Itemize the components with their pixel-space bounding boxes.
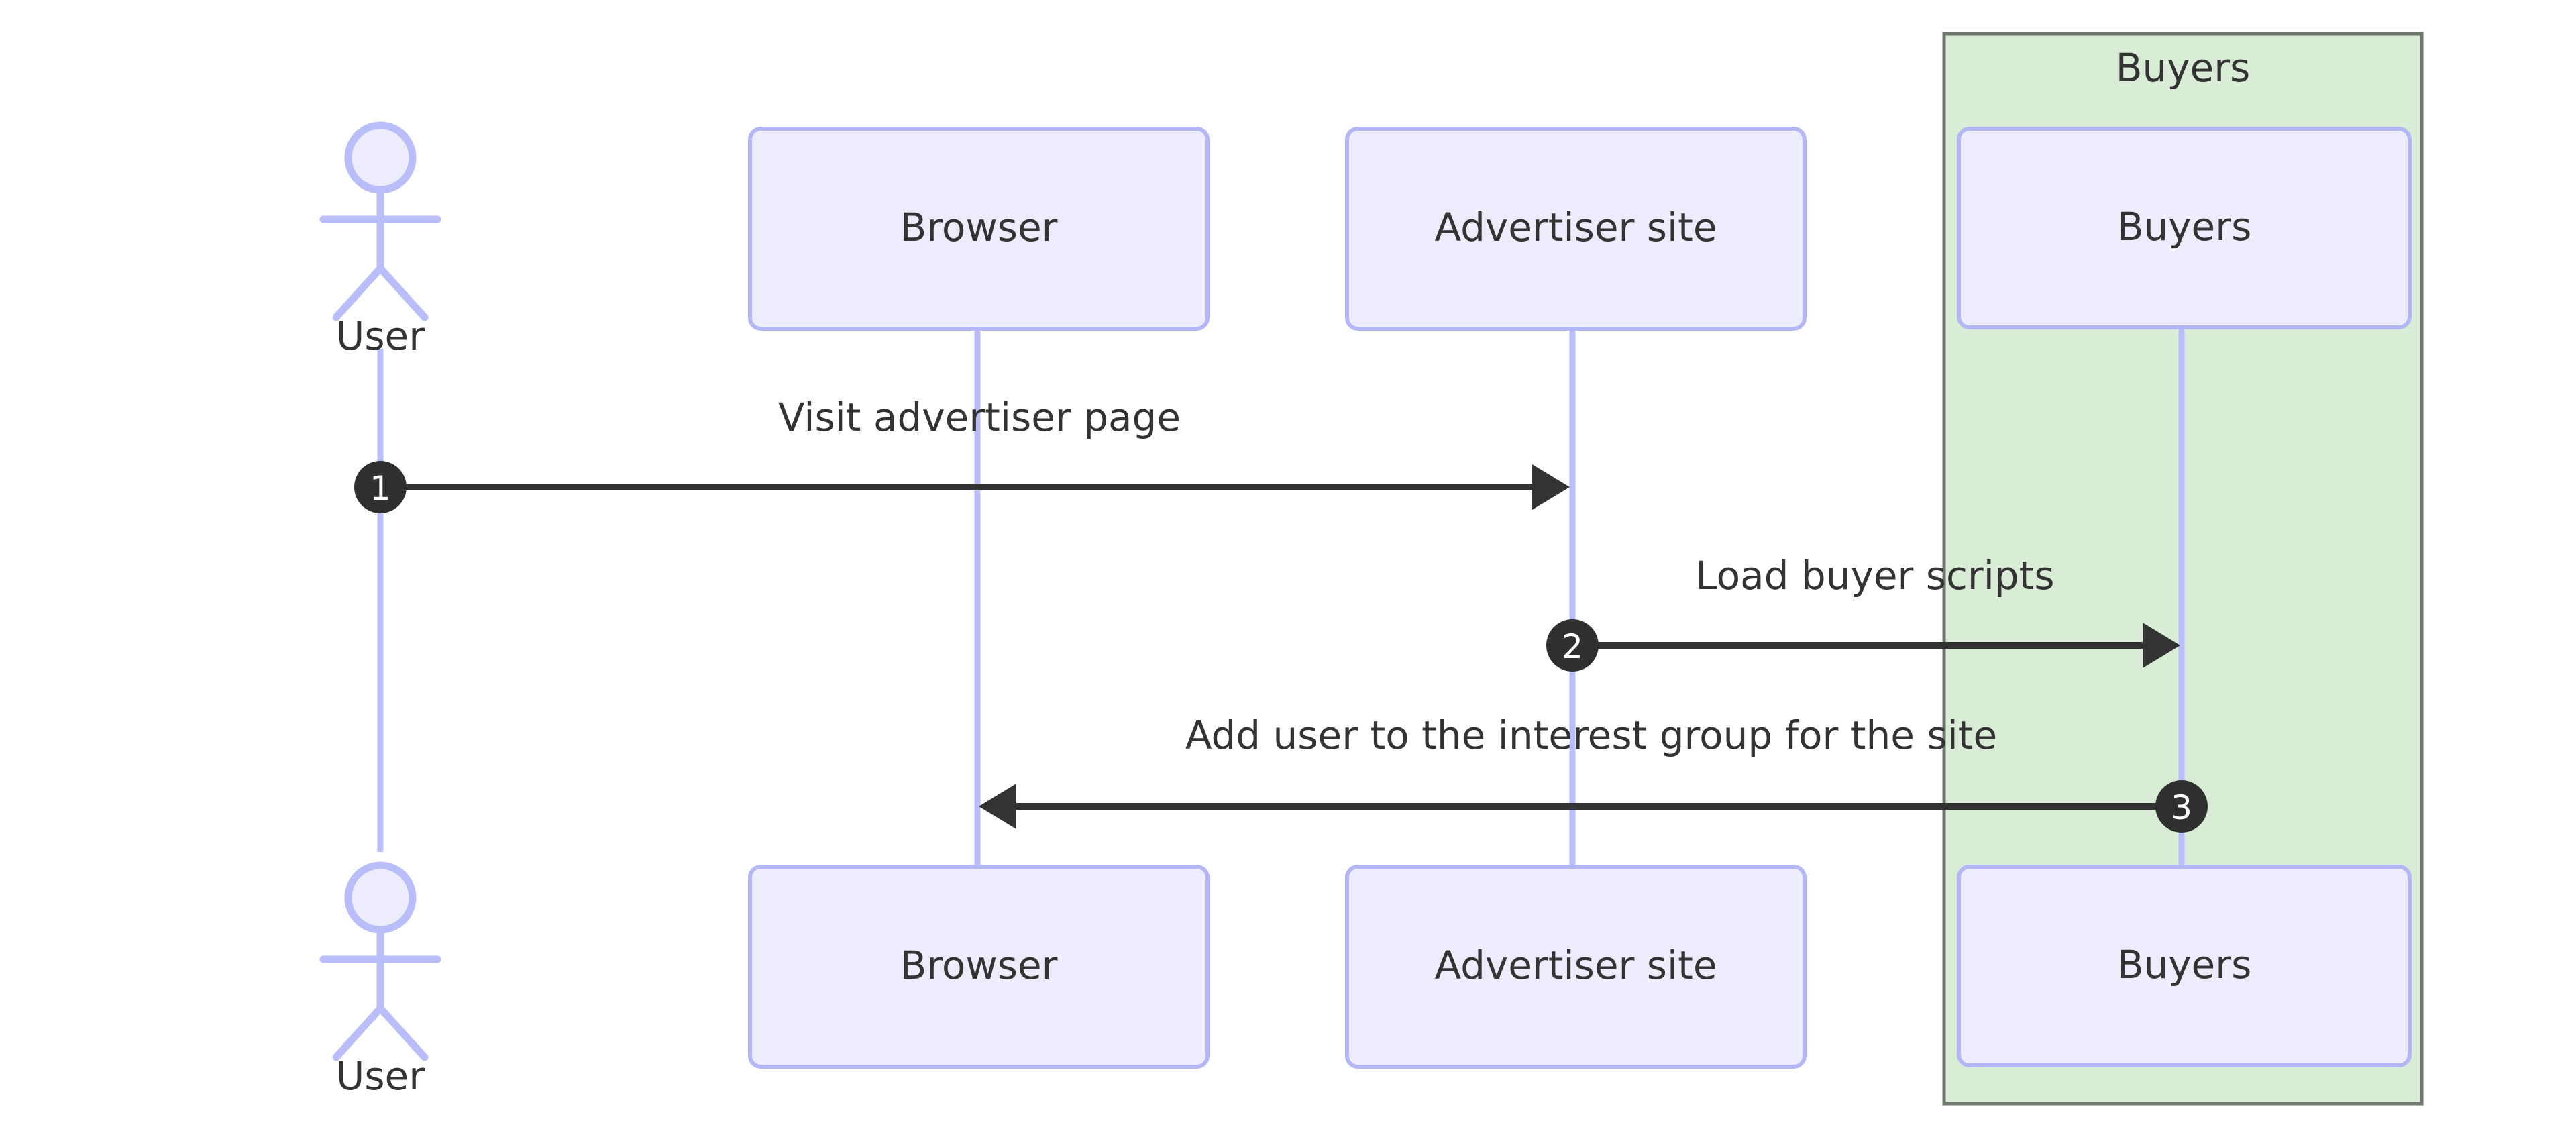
participant-label-browser: Browser: [900, 943, 1057, 988]
message-label-3: Add user to the interest group for the s…: [1185, 712, 1997, 758]
participant-label-advertiser: Advertiser site: [1434, 205, 1717, 250]
participant-label-buyers: Buyers: [2117, 204, 2252, 250]
actor-leg-right-icon: [376, 1004, 429, 1061]
participant-box: [1957, 865, 2412, 1067]
message-2[interactable]: Load buyer scripts 2: [1546, 553, 2180, 672]
sequence-marker-circle: [354, 461, 407, 513]
actor-user-top[interactable]: User: [319, 121, 441, 359]
participant-buyers-bottom[interactable]: Buyers: [1957, 865, 2412, 1067]
actor-label-user: User: [336, 313, 425, 359]
sequence-marker-number: 1: [370, 469, 391, 508]
participant-browser-bottom[interactable]: Browser: [748, 865, 1210, 1069]
participant-box: [748, 127, 1210, 331]
actor-leg-right-icon: [376, 264, 429, 321]
participant-buyers-top[interactable]: Buyers: [1957, 127, 2412, 329]
group-box-label: Buyers: [2116, 45, 2251, 91]
message-arrowhead-icon: [2143, 623, 2180, 668]
actor-leg-left-icon: [332, 264, 384, 321]
participant-row-top: User Browser Advertiser site Buyers: [319, 121, 2412, 359]
participant-advertiser-top[interactable]: Advertiser site: [1345, 127, 1807, 331]
sequence-marker-circle: [1546, 619, 1599, 672]
message-arrowhead-icon: [1532, 464, 1570, 510]
actor-head-icon: [344, 121, 417, 194]
participant-box: [748, 865, 1210, 1069]
participant-box: [1345, 127, 1807, 331]
actor-user-bottom[interactable]: User: [319, 861, 441, 1099]
message-label-2: Load buyer scripts: [1695, 553, 2054, 598]
sequence-marker-number: 2: [1562, 627, 1583, 666]
participant-label-buyers: Buyers: [2117, 942, 2252, 987]
actor-label-user: User: [336, 1053, 425, 1099]
actor-leg-left-icon: [332, 1004, 384, 1061]
lifeline-layer: [377, 327, 2185, 867]
participant-browser-top[interactable]: Browser: [748, 127, 1210, 331]
participant-box: [1957, 127, 2412, 329]
sequence-marker-circle: [2155, 780, 2208, 833]
participant-row-bottom: User Browser Advertiser site Buyers: [319, 861, 2412, 1099]
message-arrowhead-icon: [979, 784, 1016, 829]
participant-label-advertiser: Advertiser site: [1434, 943, 1717, 988]
sequence-marker-number: 3: [2171, 788, 2192, 827]
actor-head-icon: [344, 861, 417, 934]
participant-advertiser-bottom[interactable]: Advertiser site: [1345, 865, 1807, 1069]
message-1[interactable]: Visit advertiser page 1: [354, 394, 1570, 513]
message-label-1: Visit advertiser page: [778, 394, 1181, 440]
participant-box: [1345, 865, 1807, 1069]
message-3[interactable]: Add user to the interest group for the s…: [979, 712, 2208, 833]
participant-label-browser: Browser: [900, 205, 1057, 250]
